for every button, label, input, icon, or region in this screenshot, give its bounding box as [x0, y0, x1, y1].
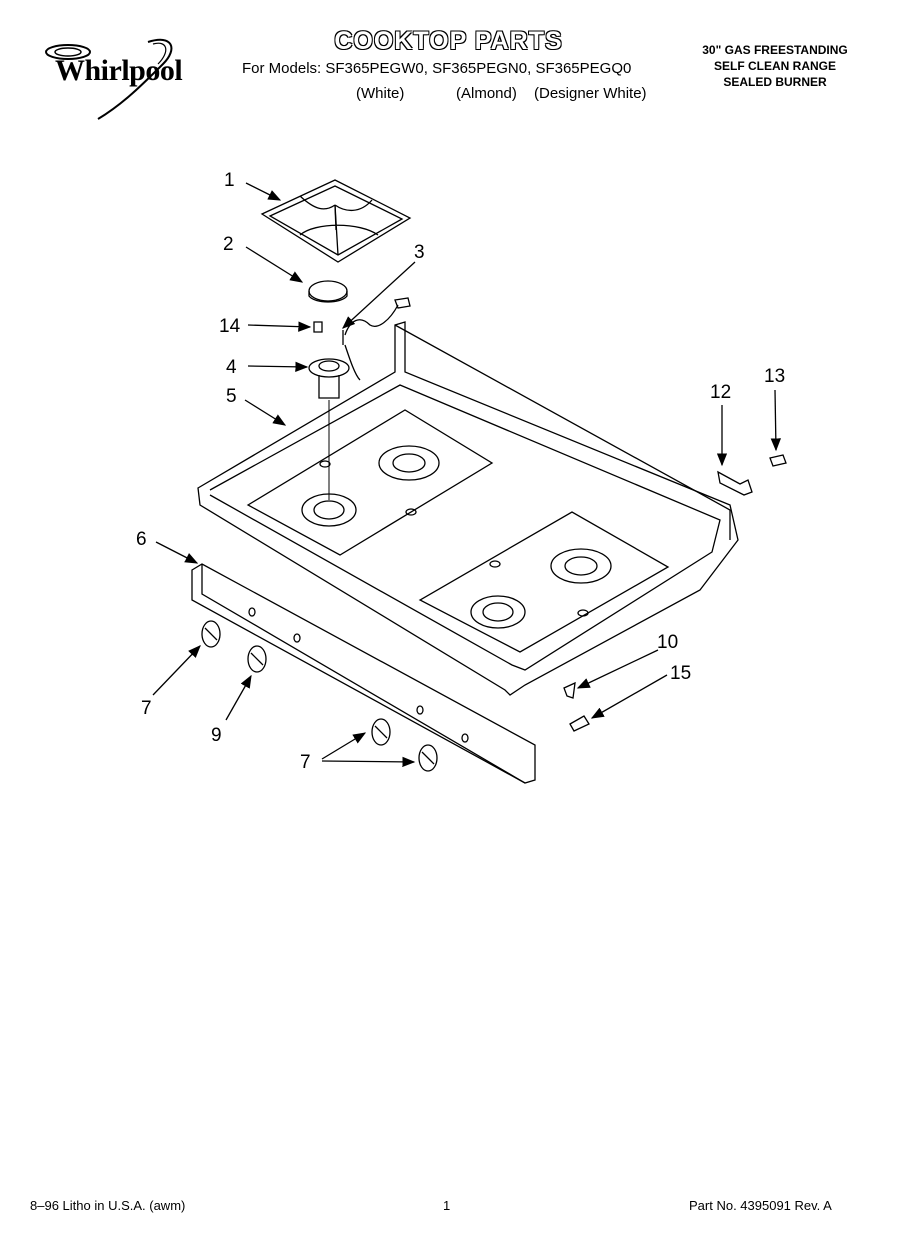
callout-10: 10: [657, 632, 678, 653]
callout-6: 6: [136, 529, 147, 550]
callout-9: 9: [211, 725, 222, 746]
burner-grate: [260, 179, 412, 263]
footer-part-number: Part No. 4395091 Rev. A: [689, 1198, 832, 1213]
callout-5: 5: [226, 386, 237, 407]
callout-7b: 7: [300, 752, 311, 773]
color-designer-white: (Designer White): [534, 85, 647, 102]
footer-litho: 8–96 Litho in U.S.A. (awm): [30, 1198, 186, 1213]
models-line: For Models: SF365PEGW0, SF365PEGN0, SF36…: [242, 60, 632, 77]
callout-12: 12: [710, 382, 731, 403]
screw-13: [769, 454, 787, 467]
whirlpool-logo: Whirlpool: [28, 34, 198, 122]
control-panel: [191, 563, 536, 784]
clip-10: [563, 681, 576, 699]
range-description-3: SEALED BURNER: [723, 75, 827, 89]
igniter-switch-12: [717, 470, 753, 496]
callout-15: 15: [670, 663, 691, 684]
cooktop-panel: [197, 321, 739, 696]
callout-2: 2: [223, 234, 234, 255]
callout-3: 3: [414, 242, 425, 263]
control-knob: [247, 645, 267, 673]
color-almond: (Almond): [456, 85, 517, 102]
range-description-2: SELF CLEAN RANGE: [713, 59, 836, 73]
page-title: COOKTOP PARTS: [334, 27, 563, 55]
control-knob: [201, 620, 221, 648]
screw-15: [569, 715, 590, 732]
brand-name: Whirlpool: [55, 54, 183, 87]
control-knob: [371, 718, 391, 746]
burner-base: [308, 358, 350, 399]
color-white: (White): [356, 85, 405, 102]
igniter-electrode: [342, 297, 411, 381]
logo-swirl-icon: [45, 38, 173, 120]
screw-14: [313, 321, 323, 333]
callout-4: 4: [226, 357, 237, 378]
range-description-1: 30" GAS FREESTANDING: [702, 43, 848, 57]
control-knob: [418, 744, 438, 772]
callout-1: 1: [224, 170, 235, 191]
footer-page-number: 1: [443, 1198, 451, 1213]
callout-14: 14: [219, 316, 241, 337]
callout-13: 13: [764, 366, 785, 387]
burner-cap: [308, 280, 348, 302]
callout-7: 7: [141, 698, 152, 719]
